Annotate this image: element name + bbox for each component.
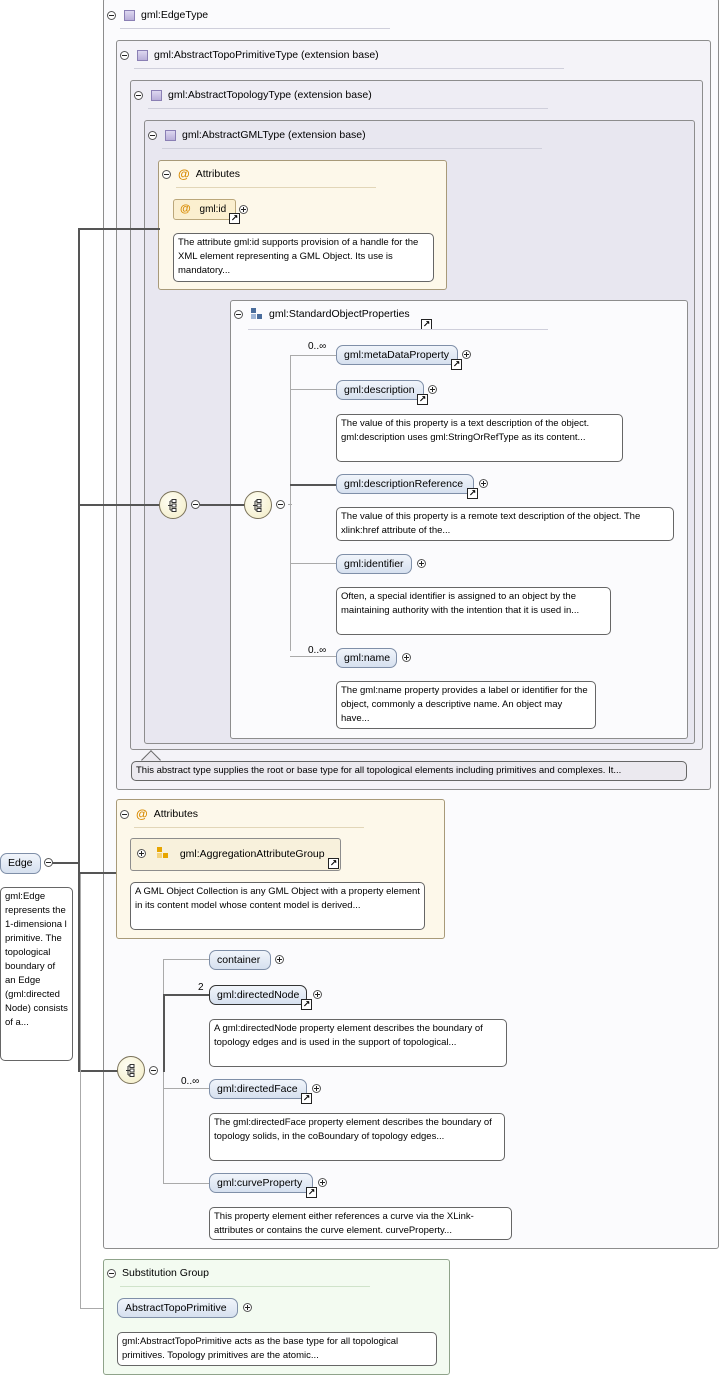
aggregation-attribute-group[interactable]: gml:AggregationAttributeGroup	[130, 838, 341, 871]
reference-arrow-icon: ↗	[417, 394, 428, 405]
abstract-gml-title: gml:AbstractGMLType (extension base)	[182, 129, 366, 141]
sequence-compositor[interactable]	[117, 1056, 145, 1084]
collapse-toggle[interactable]	[107, 10, 116, 20]
standard-props-title: gml:StandardObjectProperties	[269, 308, 410, 320]
identifier-doc: Often, a special identifier is assigned …	[336, 587, 611, 635]
element-curveproperty[interactable]: gml:curveProperty	[209, 1173, 313, 1193]
cardinality-label: 2	[198, 982, 204, 993]
cardinality-label: 0..∞	[181, 1076, 200, 1087]
element-directedface[interactable]: gml:directedFace	[209, 1079, 307, 1099]
element-metadataproperty[interactable]: gml:metaDataProperty	[336, 345, 458, 365]
attribute-group-doc: A GML Object Collection is any GML Objec…	[130, 882, 425, 930]
reference-arrow-icon: ↗	[451, 359, 462, 370]
complex-type-icon	[151, 89, 162, 101]
complex-type-icon	[137, 49, 148, 61]
gml-id-doc: The attribute gml:id supports provision …	[173, 233, 434, 282]
attribute-icon: @	[178, 167, 190, 181]
collapse-toggle[interactable]	[120, 50, 129, 60]
complex-type-icon	[165, 129, 176, 141]
collapse-toggle[interactable]	[149, 1066, 158, 1075]
directednode-doc: A gml:directedNode property element desc…	[209, 1019, 507, 1067]
reference-arrow-icon: ↗	[306, 1187, 317, 1198]
attributes-header: @ Attributes	[162, 166, 240, 182]
standard-props-header: gml:StandardObjectProperties	[234, 306, 410, 322]
expand-toggle[interactable]	[462, 350, 471, 359]
reference-arrow-icon: ↗	[301, 1093, 312, 1104]
cardinality-label: 0..∞	[308, 341, 327, 352]
collapse-toggle[interactable]	[276, 500, 285, 509]
descriptionreference-doc: The value of this property is a remote t…	[336, 507, 674, 541]
abstract-gml-header: gml:AbstractGMLType (extension base)	[148, 127, 366, 143]
abstract-topology-header: gml:AbstractTopologyType (extension base…	[134, 87, 372, 103]
reference-arrow-icon: ↗	[467, 488, 478, 499]
abstract-topology-doc: This abstract type supplies the root or …	[131, 761, 687, 781]
sequence-compositor[interactable]	[159, 491, 187, 519]
expand-toggle[interactable]	[243, 1303, 252, 1312]
substitution-group-title: Substitution Group	[122, 1267, 209, 1279]
root-doc: gml:Edge represents the 1-dimensiona l p…	[0, 887, 73, 1061]
expand-toggle[interactable]	[137, 849, 146, 858]
collapse-toggle[interactable]	[134, 90, 143, 100]
expand-toggle[interactable]	[275, 955, 284, 964]
collapse-toggle[interactable]	[120, 809, 129, 819]
element-directednode[interactable]: gml:directedNode	[209, 985, 307, 1005]
element-container[interactable]: container	[209, 950, 271, 970]
element-description[interactable]: gml:description	[336, 380, 424, 400]
complex-type-icon	[124, 9, 135, 21]
expand-toggle[interactable]	[417, 559, 426, 568]
gml-id-attribute[interactable]: @ gml:id	[173, 199, 236, 220]
cardinality-label: 0..∞	[308, 645, 327, 656]
reference-arrow-icon: ↗	[328, 858, 339, 869]
attribute-icon: @	[180, 203, 191, 215]
gml-id-label: gml:id	[199, 204, 227, 215]
attribute-icon: @	[136, 807, 148, 821]
edgetype-header: gml:EdgeType	[107, 7, 208, 23]
attributes-title: Attributes	[153, 808, 199, 820]
collapse-toggle[interactable]	[234, 309, 243, 319]
collapse-toggle[interactable]	[191, 500, 200, 509]
description-doc: The value of this property is a text des…	[336, 414, 623, 462]
reference-arrow-icon: ↗	[301, 999, 312, 1010]
edgetype-title: gml:EdgeType	[141, 9, 209, 21]
group-icon	[251, 308, 263, 320]
attribute-group-icon	[156, 847, 169, 859]
collapse-toggle[interactable]	[162, 169, 171, 179]
expand-toggle[interactable]	[428, 385, 437, 394]
root-element-edge[interactable]: Edge	[0, 853, 41, 874]
attribute-group-label: gml:AggregationAttributeGroup	[179, 848, 325, 860]
sequence-icon	[168, 499, 177, 512]
sequence-compositor[interactable]	[244, 491, 272, 519]
abstract-topo-primitive-title: gml:AbstractTopoPrimitiveType (extension…	[154, 49, 379, 61]
sequence-icon	[253, 499, 262, 512]
collapse-toggle[interactable]	[44, 858, 53, 867]
reference-arrow-icon: ↗	[229, 213, 240, 224]
element-name[interactable]: gml:name	[336, 648, 397, 668]
element-abstracttopoprimitive[interactable]: AbstractTopoPrimitive	[117, 1298, 238, 1318]
collapse-toggle[interactable]	[148, 130, 157, 140]
abstract-topology-title: gml:AbstractTopologyType (extension base…	[168, 89, 372, 101]
substitution-group-header: Substitution Group	[107, 1265, 209, 1281]
expand-toggle[interactable]	[313, 990, 322, 999]
abstracttopoprimitive-doc: gml:AbstractTopoPrimitive acts as the ba…	[117, 1332, 437, 1366]
abstract-topo-primitive-header: gml:AbstractTopoPrimitiveType (extension…	[120, 47, 379, 63]
curveproperty-doc: This property element either references …	[209, 1207, 512, 1240]
element-identifier[interactable]: gml:identifier	[336, 554, 412, 574]
expand-toggle[interactable]	[239, 205, 248, 214]
expand-toggle[interactable]	[318, 1178, 327, 1187]
expand-toggle[interactable]	[479, 479, 488, 488]
name-doc: The gml:name property provides a label o…	[336, 681, 596, 729]
collapse-toggle[interactable]	[107, 1268, 116, 1278]
expand-toggle[interactable]	[312, 1084, 321, 1093]
sequence-icon	[126, 1064, 135, 1077]
directedface-doc: The gml:directedFace property element de…	[209, 1113, 505, 1161]
element-descriptionreference[interactable]: gml:descriptionReference	[336, 474, 474, 494]
attributes-title: Attributes	[195, 168, 241, 180]
attributes-header: @ Attributes	[120, 806, 198, 822]
expand-toggle[interactable]	[402, 653, 411, 662]
